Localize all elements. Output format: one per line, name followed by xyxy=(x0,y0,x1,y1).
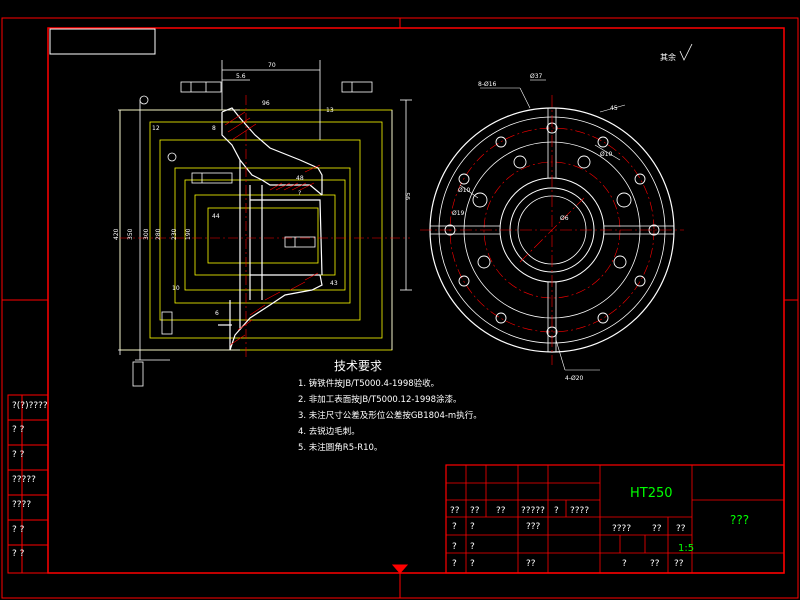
tech-requirements-title: 技术要求 xyxy=(334,359,382,373)
svg-text:280: 280 xyxy=(155,228,162,240)
front-view-leaders xyxy=(459,79,626,371)
side-label: ?(?)???? xyxy=(12,401,48,411)
side-label: ? ? xyxy=(12,525,25,535)
svg-text:190: 190 xyxy=(185,228,192,240)
roughness-note: 其余 xyxy=(660,52,676,62)
section-hatching xyxy=(224,111,321,346)
svg-text:8-Ø16: 8-Ø16 xyxy=(478,81,497,88)
tb-cell: ?? xyxy=(676,524,686,534)
svg-text:Ø10: Ø10 xyxy=(600,151,613,158)
svg-text:Ø37: Ø37 xyxy=(530,73,543,80)
tb-cell: ?? xyxy=(652,524,662,534)
svg-text:10: 10 xyxy=(172,285,180,292)
svg-text:230: 230 xyxy=(171,228,178,240)
tb-cell: ? xyxy=(470,522,475,532)
tb-cell: ???? xyxy=(612,524,631,534)
side-column xyxy=(7,394,49,574)
tb-cell: ?? xyxy=(470,506,480,516)
svg-text:45: 45 xyxy=(610,105,618,112)
svg-text:420: 420 xyxy=(113,228,120,240)
svg-text:8: 8 xyxy=(212,125,216,132)
svg-text:?: ? xyxy=(298,190,301,197)
svg-text:70: 70 xyxy=(268,62,276,69)
tb-cell: ?? xyxy=(650,559,660,569)
svg-text:43: 43 xyxy=(330,280,338,287)
svg-text:13: 13 xyxy=(326,107,334,114)
side-label: ? ? xyxy=(12,450,25,460)
svg-text:5.6: 5.6 xyxy=(236,73,246,80)
side-label: ????? xyxy=(12,475,36,485)
tech-requirement-item: 1. 铸铁件按JB/T5000.4-1998验收。 xyxy=(298,378,439,389)
tb-cell: ? xyxy=(554,506,559,516)
section-view: 70 5.6 13 12 96 48 ? 8 6 10 43 44 420 35… xyxy=(113,60,412,387)
svg-text:Ø10: Ø10 xyxy=(458,187,471,194)
section-centerline xyxy=(120,95,410,360)
tech-requirement-item: 3. 未注尺寸公差及形位公差按GB1804-m执行。 xyxy=(298,410,482,421)
tb-cell: ?? xyxy=(496,506,506,516)
tb-cell: ?? xyxy=(674,559,684,569)
svg-text:6: 6 xyxy=(215,310,219,317)
side-label: ???? xyxy=(12,500,31,510)
drawing-frame xyxy=(1,17,799,599)
front-view-labels: 8-Ø16 Ø37 45 Ø10 Ø19 Ø10 4-Ø20 Ø6 xyxy=(452,73,618,382)
tolerance-frames xyxy=(132,81,373,387)
tech-requirement-item: 4. 去锐边毛刺。 xyxy=(298,426,360,437)
tb-cell: ? xyxy=(622,559,627,569)
tech-requirement-item: 2. 非加工表面按JB/T5000.12-1998涂漆。 xyxy=(298,394,462,405)
title-block xyxy=(445,464,785,574)
part-name: ??? xyxy=(730,513,749,527)
title-block-text: HT250 ??? 1:5 ?? ?? ?? ????? ? ???? ? ? … xyxy=(450,486,749,569)
svg-text:44: 44 xyxy=(212,213,220,220)
svg-text:12: 12 xyxy=(152,125,160,132)
tb-cell: ???? xyxy=(570,506,589,516)
svg-text:96: 96 xyxy=(262,100,270,107)
tb-cell: ? xyxy=(452,522,457,532)
tb-cell: ????? xyxy=(521,506,545,516)
tech-requirement-item: 5. 未注圆角R5-R10。 xyxy=(298,442,382,453)
svg-text:350: 350 xyxy=(127,228,134,240)
part-profile xyxy=(218,107,323,351)
scale-label: 1:5 xyxy=(678,543,694,554)
tb-cell: ?? xyxy=(526,559,536,569)
tb-cell: ? xyxy=(452,559,457,569)
front-view: 8-Ø16 Ø37 45 Ø10 Ø19 Ø10 4-Ø20 Ø6 xyxy=(420,73,684,382)
tech-requirements: 技术要求 1. 铸铁件按JB/T5000.4-1998验收。 2. 非加工表面按… xyxy=(298,359,482,453)
tb-cell: ? xyxy=(470,559,475,569)
svg-text:Ø6: Ø6 xyxy=(560,215,569,222)
svg-text:300: 300 xyxy=(143,228,150,240)
material-label: HT250 xyxy=(630,486,673,501)
tb-cell: ?? xyxy=(450,506,460,516)
side-labels: ?(?)???? ? ? ? ? ????? ???? ? ? ? ? xyxy=(12,401,48,559)
section-vertical-dims: 420 350 300 280 230 190 95 xyxy=(113,192,412,240)
tb-cell: ??? xyxy=(526,522,541,532)
section-dim-labels: 70 5.6 13 12 96 48 ? 8 6 10 43 44 xyxy=(152,62,338,317)
front-view-centerlines xyxy=(420,95,684,365)
tb-cell: ? xyxy=(470,542,475,552)
side-label: ? ? xyxy=(12,549,25,559)
roughness-symbol: 其余 xyxy=(660,43,693,62)
svg-text:4-Ø20: 4-Ø20 xyxy=(565,375,584,382)
svg-text:Ø19: Ø19 xyxy=(452,210,465,217)
section-extension-lines xyxy=(118,60,412,361)
tb-cell: ? xyxy=(452,542,457,552)
svg-text:48: 48 xyxy=(296,175,304,182)
svg-text:95: 95 xyxy=(405,192,412,200)
side-label: ? ? xyxy=(12,425,25,435)
